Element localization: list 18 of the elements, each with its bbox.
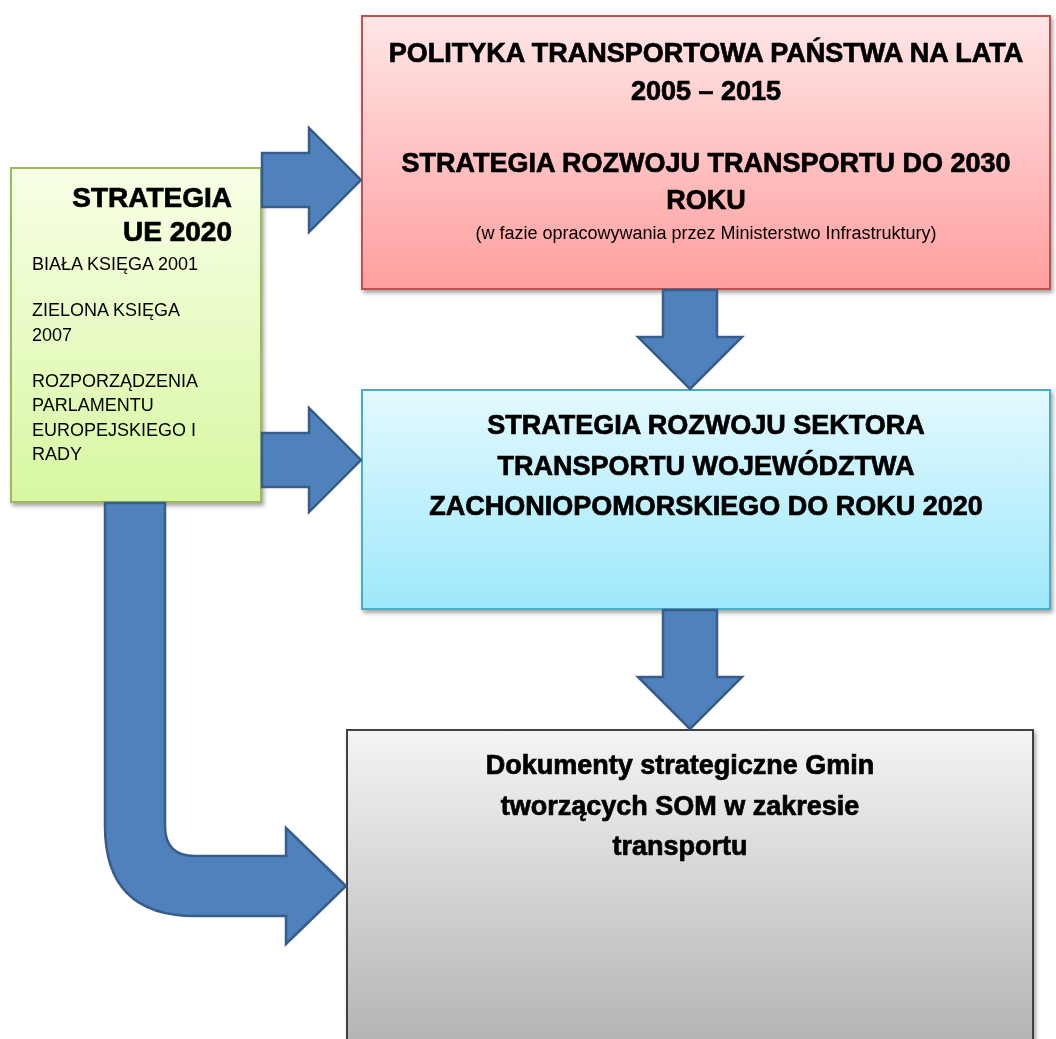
block-arrow (635, 288, 745, 391)
document-box (361, 15, 1051, 290)
box-text: (w fazie opracowywania przez Ministerstwo Infrastruktury) (474, 222, 938, 246)
block-arrow (260, 405, 363, 515)
block-arrow (103, 501, 348, 946)
document-box (10, 167, 262, 503)
box-heading: STRATEGIA UE 2020 (71, 181, 232, 249)
block-arrow (635, 608, 745, 731)
box-text: BIAŁA KSIĘGA 2001 (32, 253, 200, 277)
box-heading: STRATEGIA ROZWOJU SEKTORA TRANSPORTU WOJEWÓDZTWA ZACHONIOPOMORSKIEGO DO ROKU 2020 (428, 409, 984, 523)
box-text: ROZPORZĄDZENIA PARLAMENTU EUROPEJSKIEGO I RADY (32, 370, 199, 466)
block-arrow (260, 125, 363, 235)
document-box (346, 729, 1034, 1039)
document-box (361, 389, 1051, 610)
box-heading: STRATEGIA ROZWOJU TRANSPORTU DO 2030 ROKU (400, 146, 1012, 218)
box-heading: POLITYKA TRANSPORTOWA PAŃSTWA NA LATA 2005 – 2015 (387, 36, 1025, 108)
box-heading: Dokumenty strategiczne Gmin tworzących SOM w zakresie transportu (484, 749, 876, 863)
box-text: ZIELONA KSIĘGA 2007 (32, 299, 181, 347)
